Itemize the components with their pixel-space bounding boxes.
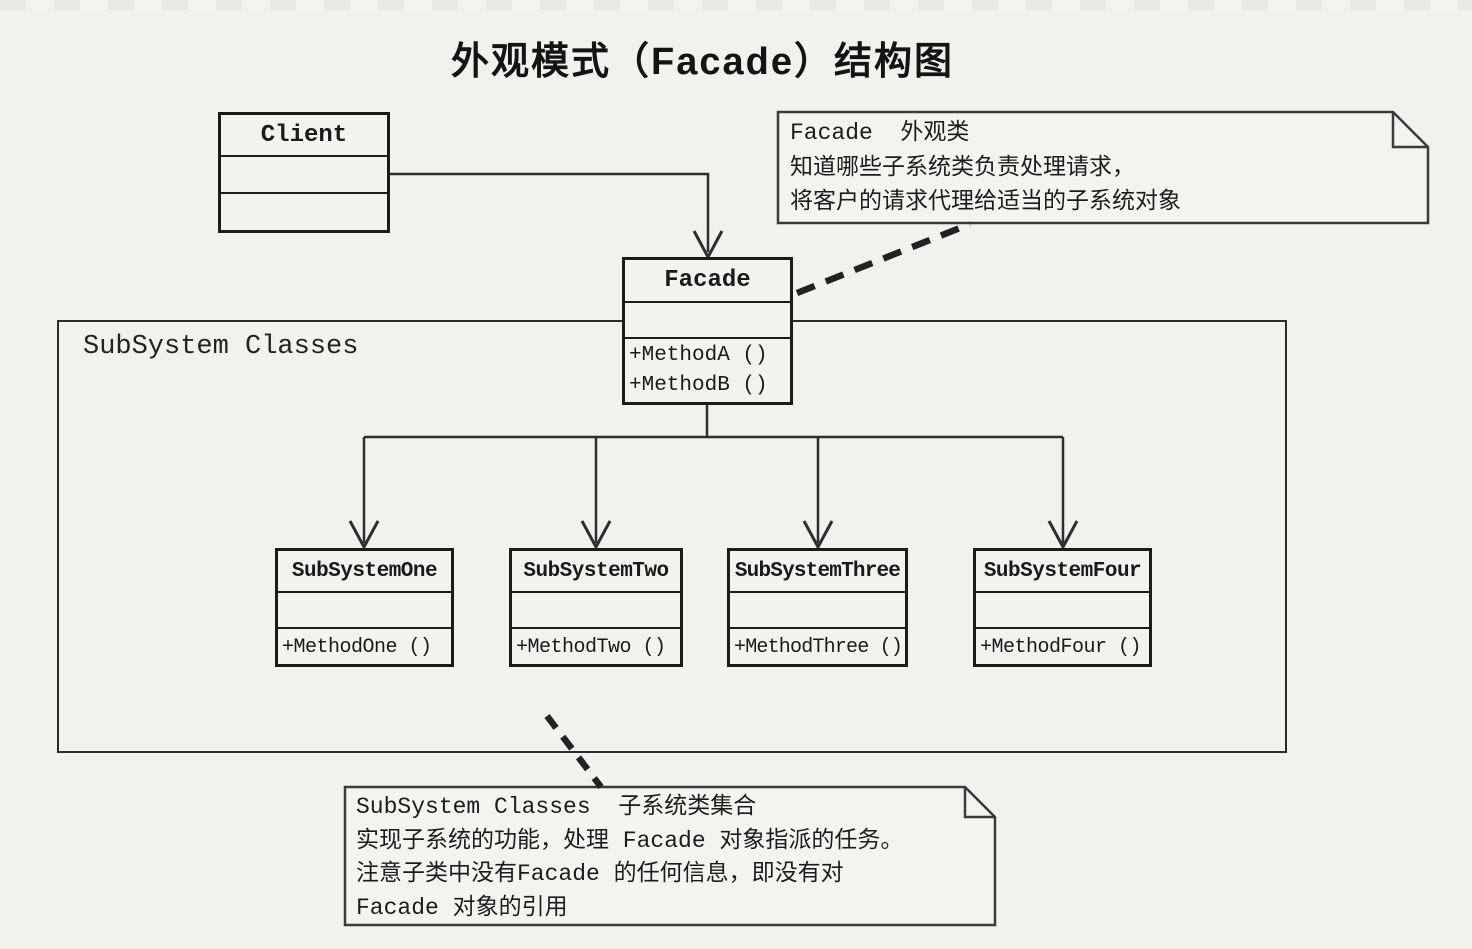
- class-facade: Facade +MethodA () +MethodB (): [622, 257, 793, 405]
- class-subsystem-three-operations: +MethodThree (): [730, 627, 905, 664]
- class-facade-name: Facade: [664, 267, 751, 294]
- facade-note-line: 将客户的请求代理给适当的子系统对象: [790, 189, 1181, 215]
- class-subsystem-one-operations: +MethodOne (): [278, 627, 451, 664]
- class-subsystem-two-name: SubSystemTwo: [523, 559, 669, 583]
- class-subsystem-four-attributes: [976, 591, 1149, 627]
- facade-note-link-dashed: [795, 220, 972, 297]
- method-three: +MethodThree (): [734, 636, 903, 659]
- note-fold-icon: [1391, 112, 1428, 149]
- facade-note-line: 知道哪些子系统类负责处理请求，: [790, 154, 1135, 181]
- subsystem-note-line: SubSystem Classes 子系统类集合: [356, 794, 757, 820]
- class-subsystem-three-attributes: [730, 591, 905, 627]
- class-client-name: Client: [260, 121, 348, 149]
- client-facade-arrow: [390, 172, 724, 261]
- scan-artifact-strip: [0, 0, 1472, 10]
- arrowhead-down-icon: [580, 520, 612, 551]
- facade-note-shape: [776, 110, 1430, 225]
- facade-note: Facade 外观类 知道哪些子系统类负责处理请求， 将客户的请求代理给适当的子…: [790, 116, 1181, 220]
- method-one: +MethodOne (): [282, 636, 432, 659]
- method-two: +MethodTwo (): [516, 636, 666, 659]
- class-subsystem-four-name: SubSystemFour: [983, 559, 1142, 583]
- class-client-attributes: [221, 155, 387, 192]
- method-a: +MethodA (): [629, 344, 768, 367]
- class-subsystem-three: SubSystemThree +MethodThree (): [727, 548, 908, 667]
- class-client-operations: [221, 192, 387, 230]
- subsystem-note: SubSystem Classes 子系统类集合 实现子系统的功能，处理 Fac…: [356, 791, 903, 925]
- class-subsystem-three-name: SubSystemThree: [734, 559, 901, 583]
- method-four: +MethodFour (): [980, 636, 1142, 659]
- class-subsystem-four: SubSystemFour +MethodFour (): [973, 548, 1152, 667]
- subsystem-note-line: 注意子类中没有Facade 的任何信息，即没有对: [356, 861, 844, 887]
- class-subsystem-four-operations: +MethodFour (): [976, 627, 1149, 664]
- facade-subsystem-tree: [348, 405, 1079, 551]
- subsystem-note-link-dashed: [544, 714, 604, 789]
- subsystem-note-line: Facade 对象的引用: [356, 894, 568, 921]
- subsystem-note-line: 实现子系统的功能，处理 Facade 对象指派的任务。: [356, 827, 904, 854]
- class-subsystem-one-attributes: [278, 591, 451, 627]
- class-facade-operations: +MethodA () +MethodB (): [625, 337, 790, 402]
- arrowhead-down-icon: [802, 520, 834, 551]
- diagram-title: 外观模式（Facade）结构图: [451, 41, 954, 83]
- class-client: Client: [218, 112, 390, 233]
- arrowhead-down-icon: [1047, 520, 1079, 551]
- subsystem-container-label: SubSystem Classes: [83, 332, 359, 362]
- class-subsystem-two-attributes: [512, 591, 680, 627]
- class-facade-attributes: [625, 301, 790, 337]
- method-b: +MethodB (): [629, 374, 768, 397]
- class-subsystem-one: SubSystemOne +MethodOne (): [275, 548, 454, 667]
- note-fold-icon: [963, 787, 995, 819]
- class-subsystem-one-name: SubSystemOne: [291, 559, 438, 583]
- facade-note-line: Facade 外观类: [790, 120, 970, 146]
- subsystem-note-shape: [343, 785, 997, 927]
- class-subsystem-two-operations: +MethodTwo (): [512, 627, 680, 664]
- class-subsystem-two: SubSystemTwo +MethodTwo (): [509, 548, 683, 667]
- arrowhead-down-icon: [348, 520, 380, 551]
